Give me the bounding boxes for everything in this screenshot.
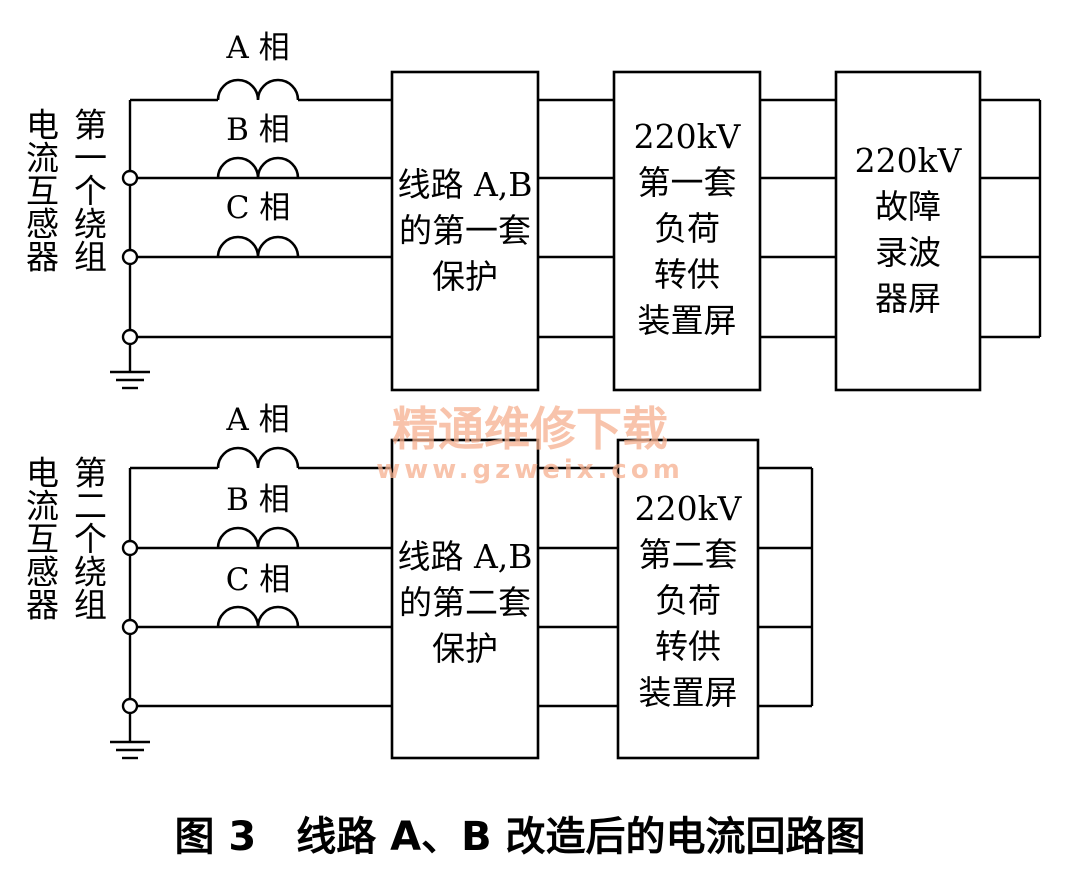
protection-box-1	[390, 70, 540, 392]
box-line: 装置屏	[638, 301, 737, 340]
interconnect-wires	[538, 98, 1042, 339]
phase-c-label: C 相	[226, 562, 291, 598]
circuit-second-winding: A 相 B 相 C 相 电流互感器 第二个绕组 线路 A,B 的第二套 保护 2…	[21, 402, 814, 760]
box-line: 负荷	[654, 209, 720, 248]
box-line: 线路 A,B	[397, 537, 532, 576]
box-line: 保护	[432, 629, 498, 668]
box-line: 转供	[655, 627, 721, 666]
box-line: 负荷	[655, 581, 721, 620]
fault-recorder-box-text: 220kV 故障 录波 器屏	[855, 141, 963, 318]
box-line: 的第二套	[399, 583, 531, 622]
load-transfer-box-2	[616, 438, 760, 760]
phase-b-coil-icon	[216, 526, 300, 549]
box-line: 第二套	[639, 535, 738, 574]
terminal-c-icon	[121, 248, 139, 266]
box-line: 保护	[432, 257, 498, 296]
terminal-n-icon	[121, 697, 139, 715]
box-line: 故障	[875, 187, 941, 226]
box-line: 的第一套	[399, 211, 531, 250]
phase-a-label: A 相	[225, 30, 289, 66]
box-line: 220kV	[634, 117, 742, 156]
fault-recorder-box	[834, 70, 982, 392]
box-line: 转供	[654, 255, 720, 294]
ground-icon	[110, 740, 150, 760]
protection-box-2	[390, 438, 540, 760]
phase-b-label: B 相	[226, 112, 290, 148]
winding-label: 第一个绕组	[69, 108, 108, 273]
box-line: 220kV	[635, 489, 743, 528]
figure-caption: 图 3 线路 A、B 改造后的电流回路图	[174, 814, 865, 860]
ct-label: 电流互感器	[21, 456, 60, 621]
protection-box-2-text: 线路 A,B 的第二套 保护	[397, 537, 532, 668]
box-line: 220kV	[855, 141, 963, 180]
phase-b-label: B 相	[226, 482, 290, 518]
watermark-title: 精通维修下载	[392, 402, 668, 456]
terminal-b-icon	[121, 539, 139, 557]
protection-box-1-text: 线路 A,B 的第一套 保护	[397, 165, 532, 296]
box-line: 录波	[875, 233, 941, 272]
load-transfer-box-2-text: 220kV 第二套 负荷 转供 装置屏	[635, 489, 743, 712]
terminal-b-icon	[121, 169, 139, 187]
ct-label: 电流互感器	[21, 108, 60, 273]
phase-c-coil-icon	[216, 605, 300, 628]
phase-b-coil-icon	[216, 156, 300, 179]
circuit-first-winding: A 相 B 相 C 相 电流互感器 第一个绕组 线路 A,B 的第一套 保护 2…	[21, 30, 1042, 392]
phase-a-coil-icon	[216, 446, 300, 469]
phase-a-label: A 相	[225, 402, 289, 438]
phase-a-coil-icon	[216, 78, 300, 101]
terminal-c-icon	[121, 618, 139, 636]
winding-label: 第二个绕组	[69, 456, 108, 621]
box-line: 线路 A,B	[397, 165, 532, 204]
ground-icon	[110, 370, 150, 390]
phase-c-label: C 相	[226, 190, 291, 226]
load-transfer-box-1-text: 220kV 第一套 负荷 转供 装置屏	[634, 117, 742, 340]
watermark-url: www.gzweix.com	[376, 455, 684, 485]
terminal-n-icon	[121, 328, 139, 346]
box-line: 第一套	[638, 163, 737, 202]
box-line: 器屏	[875, 279, 941, 318]
interconnect-wires	[538, 466, 814, 708]
box-line: 装置屏	[639, 673, 738, 712]
phase-c-coil-icon	[216, 235, 300, 258]
load-transfer-box-1	[612, 70, 762, 392]
